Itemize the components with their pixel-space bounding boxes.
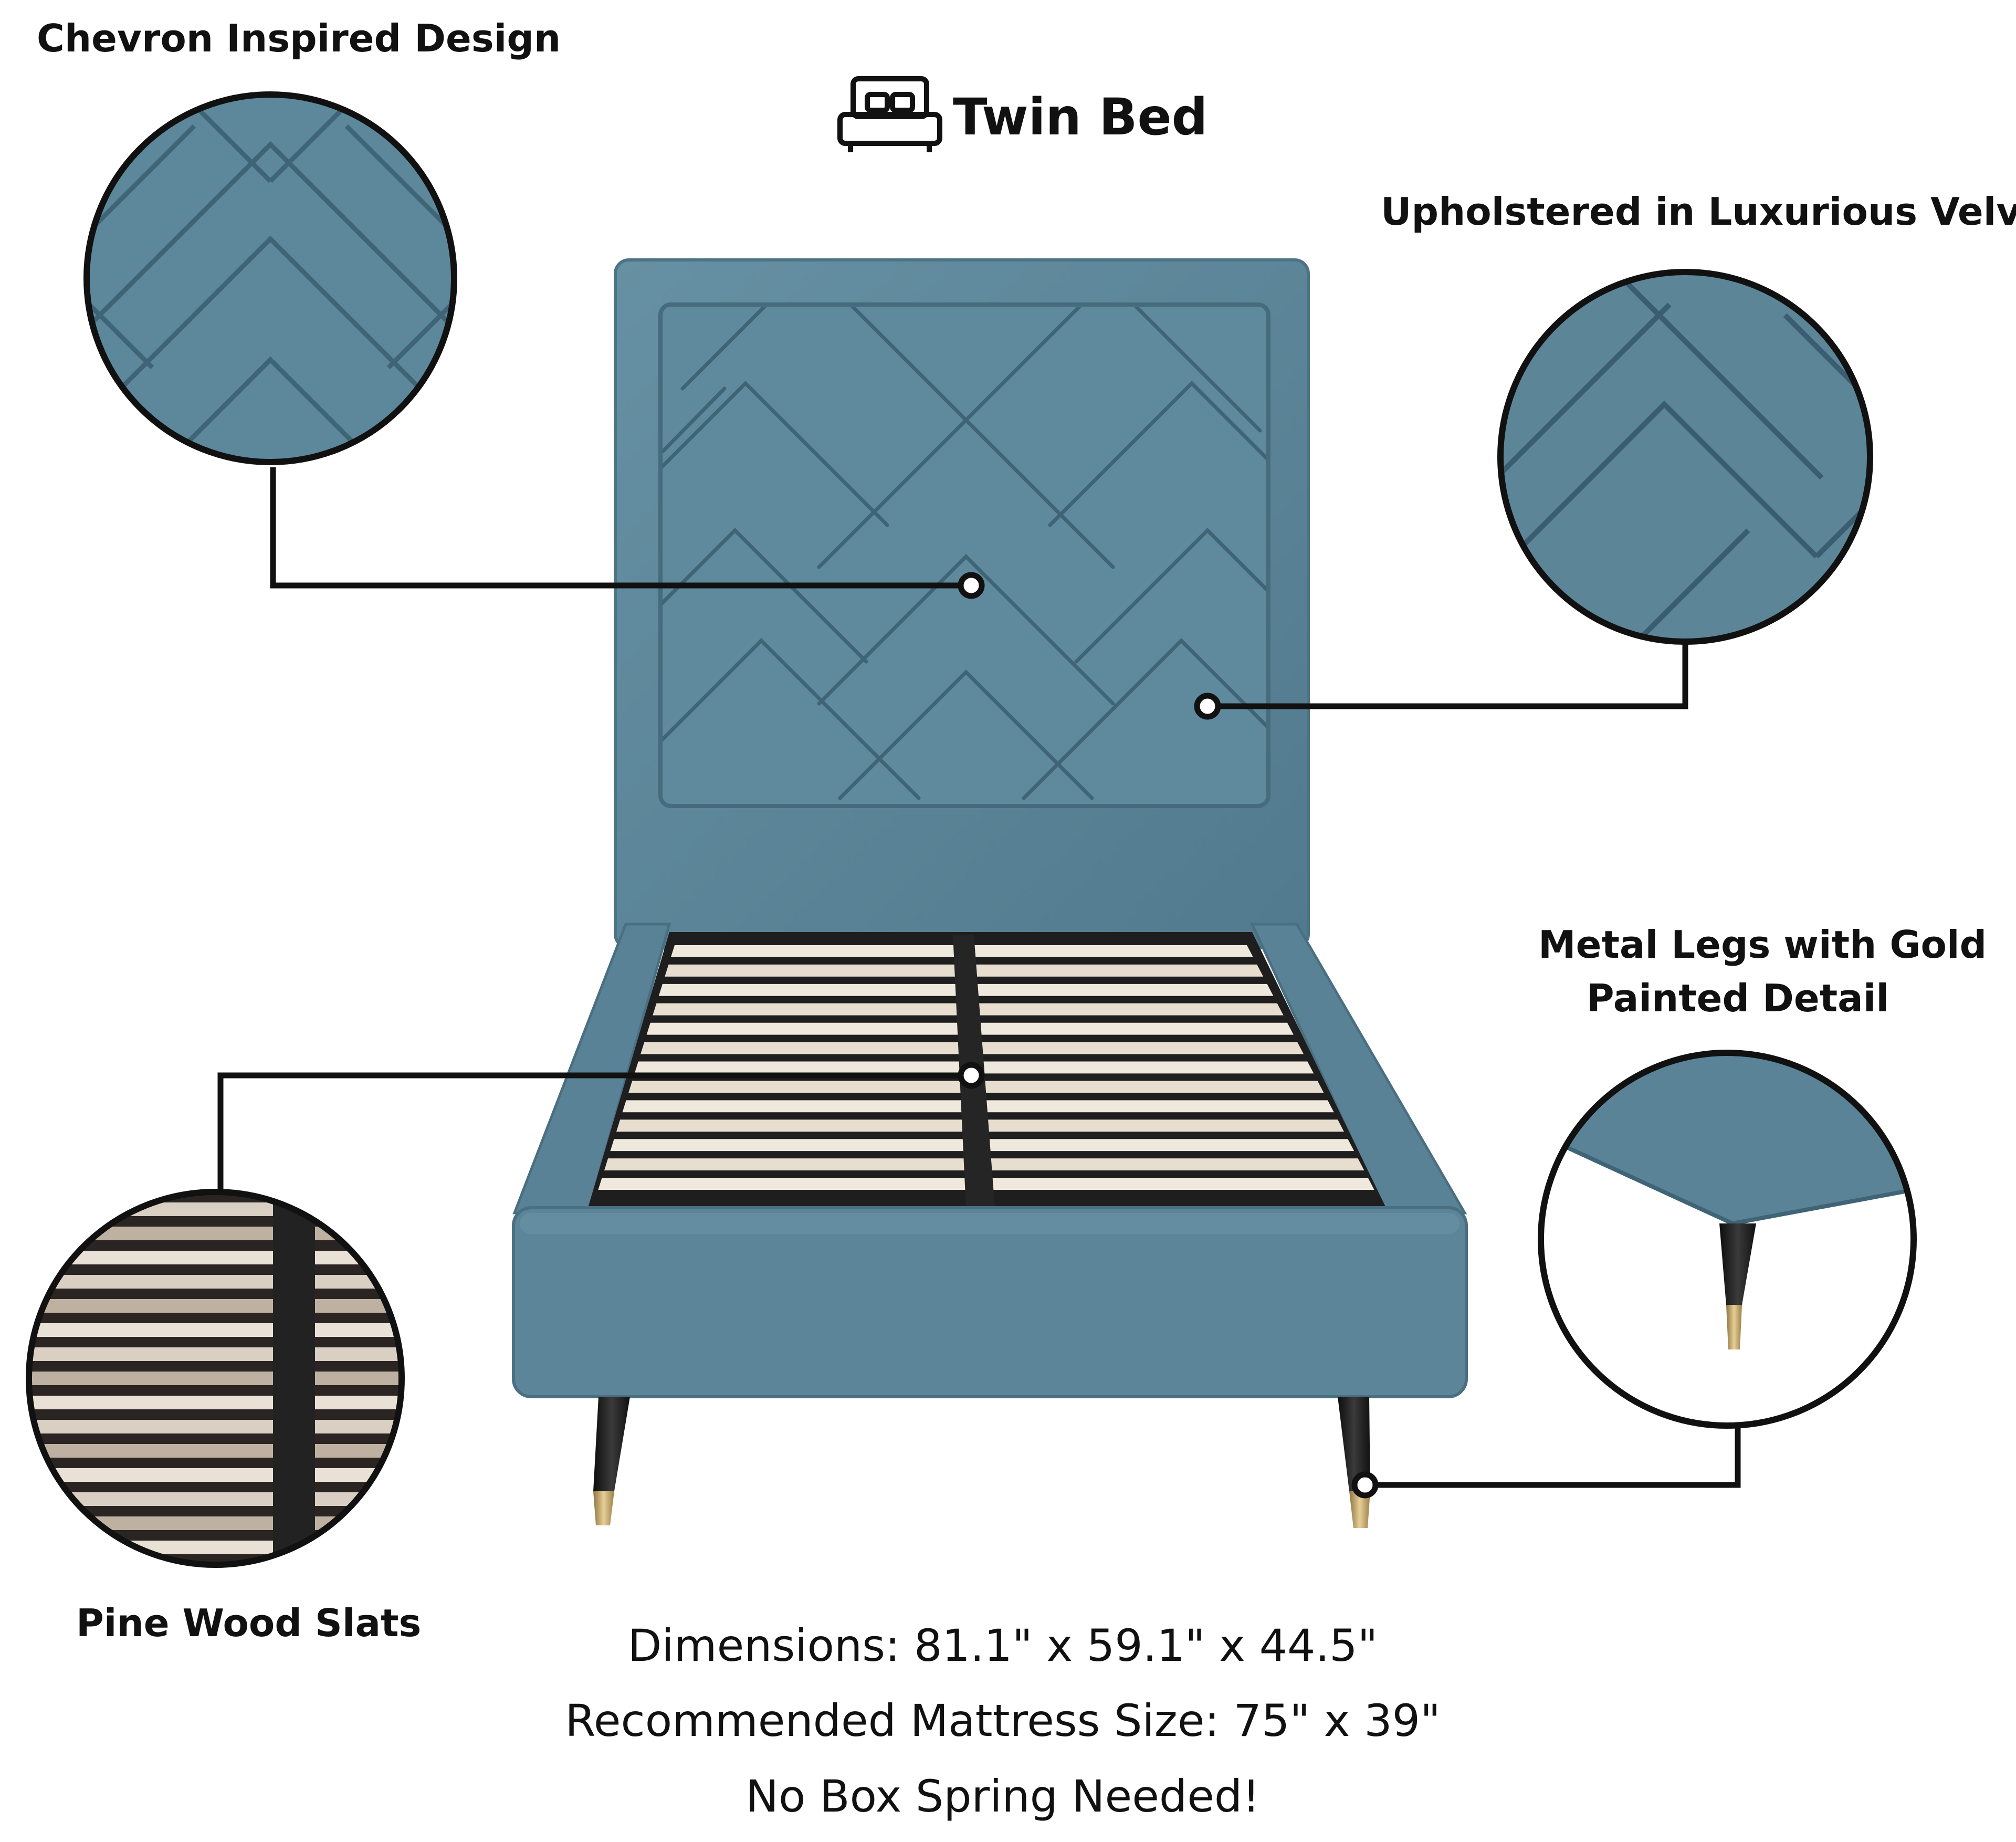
footboard [512, 1206, 1468, 1398]
callout-label-velvet: Upholstered in Luxurious Velvet [1381, 190, 2016, 234]
spec-mattress: Recommended Mattress Size: 75" x 39" [565, 1695, 1441, 1746]
zoom-circle-legs [1538, 1050, 1917, 1429]
slat-zoom [29, 1396, 402, 1409]
callout-dots [958, 572, 1379, 1499]
slat-zoom [29, 1541, 402, 1554]
slat-zoom [29, 1275, 402, 1289]
callout-lines [217, 467, 1741, 1488]
spec-dimensions: Dimensions: 81.1" x 59.1" x 44.5" [627, 1620, 1378, 1671]
slat-zoom [29, 1299, 402, 1313]
spec-box-spring: No Box Spring Needed! [746, 1771, 1260, 1822]
slat-zoom [29, 1468, 402, 1482]
callout-label-legs-line1: Metal Legs with Gold [1538, 923, 1987, 967]
front-leg-left [593, 1397, 630, 1525]
slat-zoom [29, 1492, 402, 1506]
slat-zoom [29, 1420, 402, 1433]
slat-zoom [29, 1202, 402, 1216]
zoom-circle-chevron [83, 91, 457, 465]
bed [512, 258, 1468, 1528]
chevron-pattern [663, 307, 1266, 800]
headboard-panel [658, 302, 1270, 808]
zoom-circle-velvet [1497, 269, 1873, 645]
front-leg-right [1338, 1397, 1370, 1528]
callout-label-chevron: Chevron Inspired Design [37, 16, 561, 60]
page-title: Twin Bed [953, 88, 1208, 146]
slat-zoom [29, 1251, 402, 1264]
callout-label-slats: Pine Wood Slats [76, 1601, 422, 1645]
slat-zoom [29, 1347, 402, 1361]
slat-zoom [29, 1227, 402, 1240]
slat-zoom [29, 1372, 402, 1385]
slat-zoom-support [273, 1192, 315, 1565]
zoom-circle-slats [26, 1189, 405, 1568]
slat-zoom [29, 1444, 402, 1458]
slat-zoom [29, 1323, 402, 1337]
bed-icon [837, 76, 942, 152]
callout-label-legs-line2: Painted Detail [1586, 976, 1889, 1020]
slat-zoom [29, 1516, 402, 1530]
